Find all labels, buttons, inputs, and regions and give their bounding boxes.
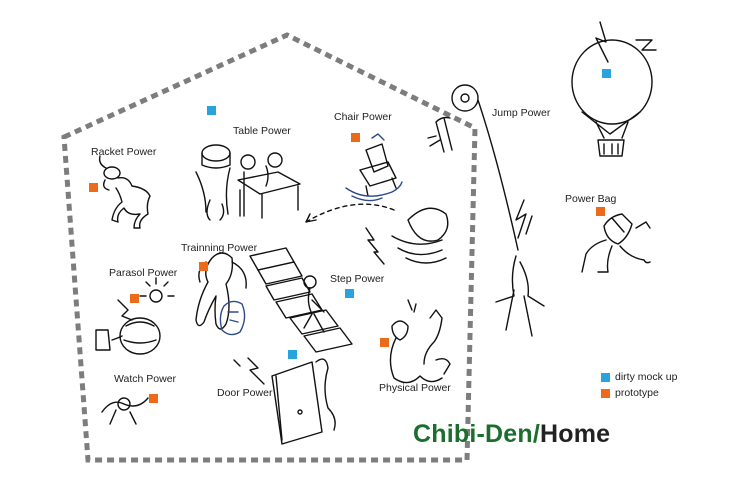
- legend-label-prototype: prototype: [615, 387, 659, 399]
- title-separator: /: [532, 420, 540, 448]
- label-power-bag: Power Bag: [565, 193, 617, 205]
- status-marker-physical: [380, 338, 389, 347]
- rocking-figure: [365, 207, 449, 265]
- transfer-arrow: [305, 203, 395, 223]
- label-table-power: Table Power: [233, 125, 291, 137]
- label-door-power: Door Power: [217, 387, 273, 399]
- status-marker-watch: [149, 394, 158, 403]
- legend-label-mockup: dirty mock up: [615, 371, 678, 383]
- legend-swatch-prototype: [601, 389, 610, 398]
- label-physical-power: Physical Power: [379, 382, 451, 394]
- label-racket-power: Racket Power: [91, 146, 157, 158]
- status-marker-chair: [351, 133, 360, 142]
- status-marker-door: [288, 350, 297, 359]
- status-marker-training: [199, 262, 208, 271]
- label-chair-power: Chair Power: [334, 111, 392, 123]
- page-title: Chibi-Den/Home: [413, 420, 610, 449]
- step-power-sketch: [249, 247, 353, 353]
- legend-swatch-mockup: [601, 373, 610, 382]
- watch-power-sketch: [101, 397, 149, 425]
- status-marker-step: [345, 289, 354, 298]
- status-marker-power-bag: [596, 207, 605, 216]
- status-marker-parasol: [130, 294, 139, 303]
- power-bag-figure: [581, 213, 651, 273]
- racket-power-figure: [98, 155, 151, 229]
- status-marker-table: [207, 106, 216, 115]
- balloon-power-sketch: [571, 21, 657, 157]
- label-step-power: Step Power: [330, 273, 385, 285]
- table-power-sketch: [195, 144, 301, 221]
- label-parasol-power: Parasol Power: [109, 267, 178, 279]
- physical-power-figure: [389, 299, 451, 384]
- parasol-power-sketch: [95, 277, 175, 355]
- jump-power-sketch: [427, 84, 545, 337]
- chair-power-sketch: [345, 133, 403, 202]
- status-marker-racket: [89, 183, 98, 192]
- status-marker-balloon: [602, 69, 611, 78]
- door-power-sketch: [233, 357, 336, 445]
- label-jump-power: Jump Power: [492, 107, 551, 119]
- house-outline: [61, 32, 478, 463]
- title-part-2: Home: [540, 420, 611, 448]
- title-part-1: Chibi-Den: [413, 420, 533, 448]
- label-training-power: Trainning Power: [181, 242, 258, 254]
- label-watch-power: Watch Power: [114, 373, 177, 385]
